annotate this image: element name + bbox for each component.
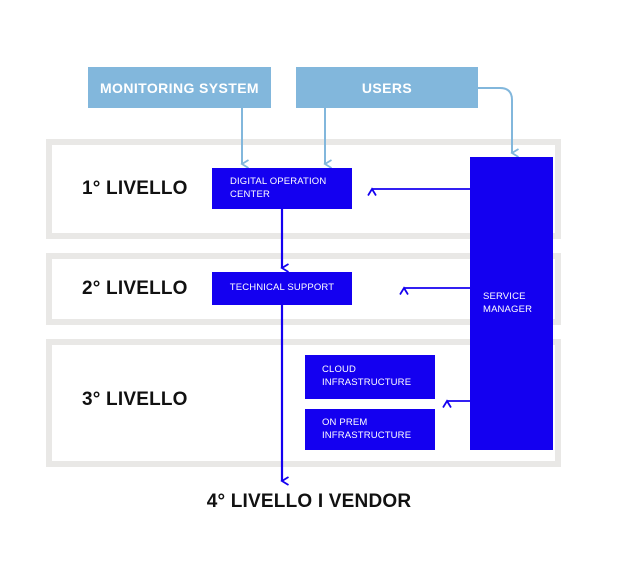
technical-support-box[interactable]: TECHNICAL SUPPORT [212, 272, 352, 305]
digital-operation-center-box[interactable]: DIGITAL OPERATION CENTER [212, 168, 352, 209]
users-label: USERS [361, 79, 413, 96]
level-2-label: 2° LIVELLO [82, 278, 188, 299]
cloud-infrastructure-box[interactable]: CLOUD INFRASTRUCTURE [305, 355, 435, 399]
service-manager-box[interactable]: SERVICE MANAGER [470, 157, 553, 450]
service-manager-label: SERVICE MANAGER [483, 290, 533, 315]
on-prem-infrastructure-box[interactable]: ON PREM INFRASTRUCTURE [305, 409, 435, 450]
level-4-vendor-label: 4° LIVELLO I VENDOR [206, 491, 412, 512]
level-1-label: 1° LIVELLO [82, 178, 188, 199]
monitoring-system-label: MONITORING SYSTEM [100, 79, 259, 96]
monitoring-system-box[interactable]: MONITORING SYSTEM [88, 67, 271, 108]
on-prem-infrastructure-label: ON PREM INFRASTRUCTURE [322, 416, 412, 441]
cloud-infrastructure-label: CLOUD INFRASTRUCTURE [322, 364, 412, 388]
level-3-label: 3° LIVELLO [82, 389, 188, 410]
users-box[interactable]: USERS [296, 67, 478, 108]
technical-support-label: TECHNICAL SUPPORT [229, 282, 335, 294]
digital-operation-center-label: DIGITAL OPERATION CENTER [230, 175, 327, 200]
